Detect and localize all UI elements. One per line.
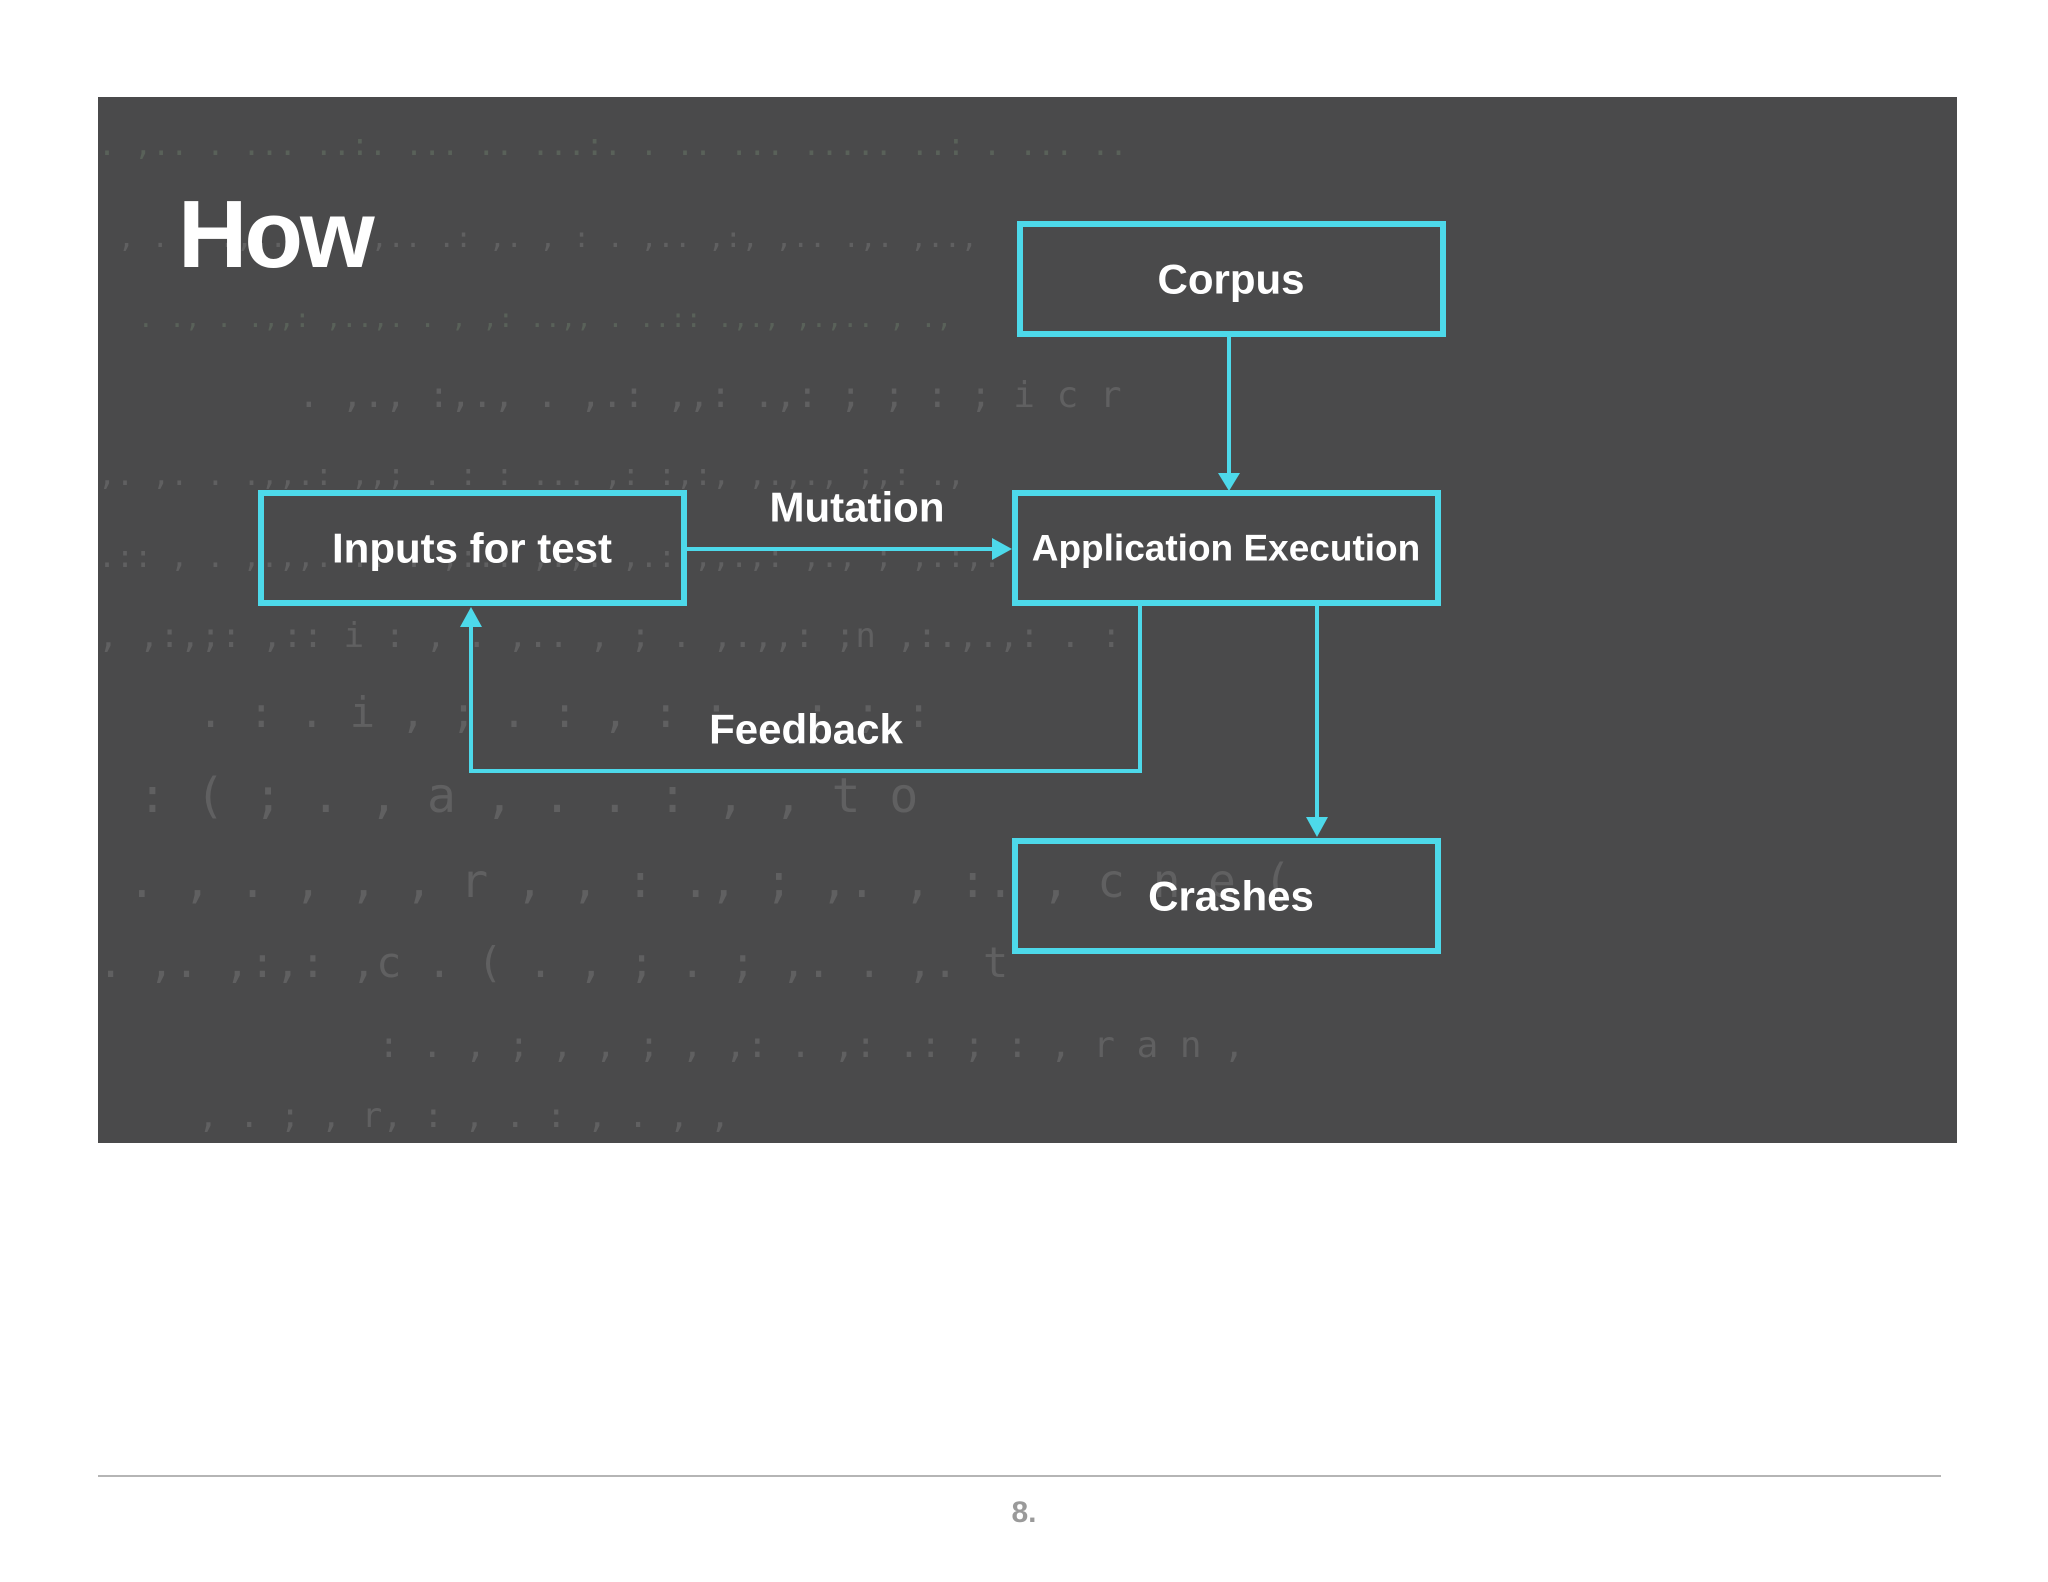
edge-feedback-label: Feedback bbox=[709, 706, 903, 753]
slide-title: How bbox=[178, 181, 375, 288]
svg-text:, . ; , r, : , . : , . , ,: , . ; , r, : , . : , . , , bbox=[198, 1096, 730, 1136]
svg-text:: . , ; , , ; , ,: . ,: .: ; :: : . , ; , , ; , ,: . ,: .: ; : , r a n , bbox=[378, 1025, 1245, 1066]
svg-text:. ., . .,,: ,..,. . , ,: ..,,: . ., . .,,: ,..,. . , ,: ..,, . ..:: .,.… bbox=[138, 304, 952, 334]
node-corpus-label: Corpus bbox=[1158, 256, 1305, 303]
node-inputs-for-test-label: Inputs for test bbox=[332, 525, 612, 572]
edge-mutation-label: Mutation bbox=[770, 484, 945, 531]
svg-text:,. ,. . .,,.: ,,; . : : ... ,:: ,. ,. . .,,.: ,,; . : : ... ,: :,:, ,.,.… bbox=[98, 458, 965, 493]
edge-feedback: Feedback bbox=[460, 605, 1142, 773]
svg-text:.:: , . ,.,,. .. . ,:.. ,.,.: .:: , . ,.,,. .. . ,:.. ,.,. ,.: ,,.,: ,… bbox=[98, 540, 1001, 575]
edge-execution-to-crashes bbox=[1306, 605, 1328, 837]
svg-text:. ,. ,:,: ,c . ( . , ; . ; ,.: . ,. ,:,: ,c . ( . , ; . ; ,. . ,. t bbox=[98, 938, 1008, 987]
svg-text:. ,.. . ... ..:. ... .. ...:.: . ,.. . ... ..:. ... .. ...:. . .. ... .… bbox=[98, 128, 1128, 163]
svg-text:. , . , , , r , , : ., ; ,.: . , . , , , r , , : ., ; ,. , :. , c n e… bbox=[128, 854, 1291, 908]
node-application-execution: Application Execution bbox=[1012, 490, 1441, 606]
edge-corpus-to-execution bbox=[1218, 337, 1240, 491]
svg-text:, ,:,;: ,:: i : , . ,.. , ; .: , ,:,;: ,:: i : , . ,.. , ; . ,.,,: ;n ,… bbox=[98, 616, 1122, 656]
node-corpus: Corpus bbox=[1017, 221, 1446, 337]
node-crashes: Crashes bbox=[1012, 838, 1441, 954]
node-inputs-for-test: Inputs for test bbox=[258, 490, 687, 606]
background-code-texture: . ,.. . ... ..:. ... .. ...:. . .. ... .… bbox=[98, 128, 1291, 1136]
footer-divider bbox=[98, 1475, 1941, 1477]
flow-diagram: Corpus Inputs for test Application Execu… bbox=[258, 221, 1446, 954]
svg-text:. ,., :,., . ,.: ,,: .,: ; ; :: . ,., :,., . ,.: ,,: .,: ; ; : ; i c r bbox=[298, 375, 1122, 416]
slide: . ,.. . ... ..:. ... .. ...:. . .. ... .… bbox=[98, 97, 1957, 1143]
node-application-execution-label: Application Execution bbox=[1032, 528, 1421, 569]
edge-mutation: Mutation bbox=[686, 484, 1012, 560]
svg-text:, . . .,,.,. .,,.. .: ,. , : .: , . . .,,.,. .,,.. .: ,. , : . ,.. ,:, ,… bbox=[118, 221, 978, 254]
page-number: 8. bbox=[1011, 1496, 1037, 1529]
svg-text:: ( ; . , a , . . : , , t o: : ( ; . , a , . . : , , t o bbox=[138, 768, 918, 824]
svg-text:. : . i , ; . : , : ; , ; ; :: . : . i , ; . : , : ; , ; ; : bbox=[198, 688, 931, 737]
node-crashes-label: Crashes bbox=[1148, 873, 1314, 920]
